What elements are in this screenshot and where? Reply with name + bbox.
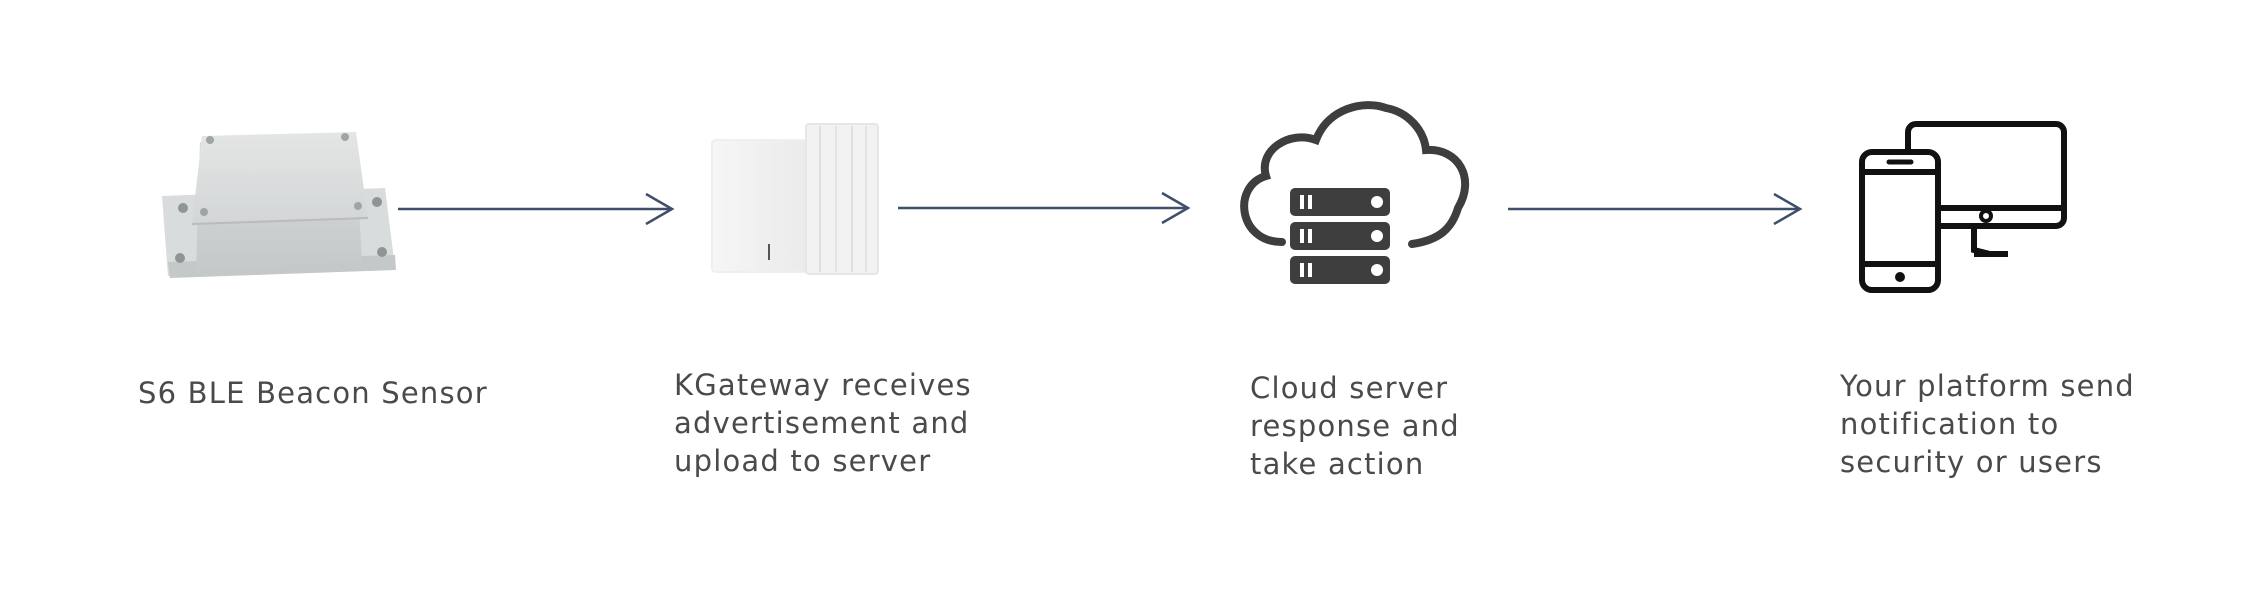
phone-and-monitor-icon xyxy=(1859,121,2067,293)
caption-cloud: Cloud server response and take action xyxy=(1250,369,1460,483)
caption-line: Your platform send xyxy=(1840,369,2135,403)
caption-platform: Your platform send notification to secur… xyxy=(1840,367,2135,481)
caption-line: response and xyxy=(1250,409,1460,443)
arrow-sensor-to-gateway xyxy=(398,192,675,226)
caption-line: take action xyxy=(1250,447,1425,481)
caption-sensor: S6 BLE Beacon Sensor xyxy=(138,374,488,412)
arrow-gateway-to-cloud xyxy=(898,191,1191,225)
caption-line: security or users xyxy=(1840,445,2103,479)
caption-gateway: KGateway receives advertisement and uplo… xyxy=(674,366,972,480)
caption-line: S6 BLE Beacon Sensor xyxy=(138,376,488,410)
beacon-sensor-box-icon xyxy=(162,132,396,278)
gateway-device-icon xyxy=(711,123,879,275)
caption-line: Cloud server xyxy=(1250,371,1449,405)
caption-line: notification to xyxy=(1840,407,2060,441)
caption-line: upload to server xyxy=(674,444,932,478)
caption-line: KGateway receives xyxy=(674,368,972,402)
arrow-cloud-to-platform xyxy=(1508,192,1803,226)
caption-line: advertisement and xyxy=(674,406,970,440)
cloud-server-icon xyxy=(1240,101,1470,284)
